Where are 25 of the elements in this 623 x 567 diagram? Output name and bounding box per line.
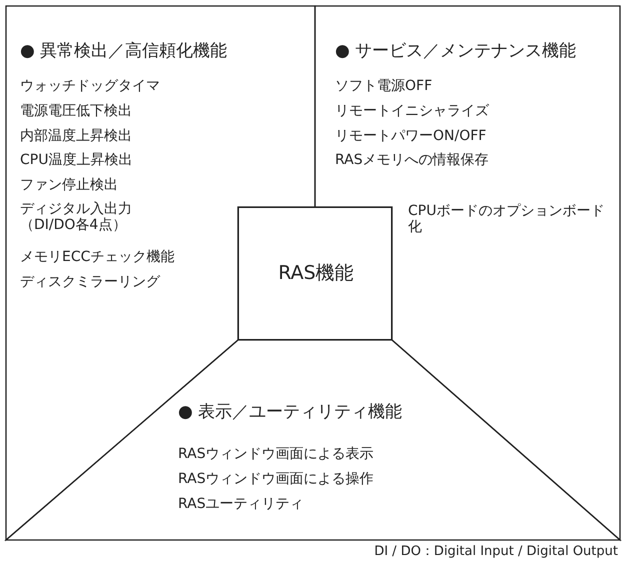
feature-item: ディジタル入出力（DI/DO各4点） — [20, 201, 133, 234]
feature-item: リモートパワーON/OFF — [335, 128, 486, 144]
feature-item: メモリECCチェック機能 — [20, 249, 174, 266]
footnote: DI / DO：Digital Input / Digital Output — [374, 545, 618, 560]
feature-item: RASメモリへの情報保存 — [335, 152, 489, 168]
feature-item: RASウィンドウ画面による表示 — [178, 446, 374, 462]
box-title: RAS機能 — [277, 263, 355, 285]
function-panel — [6, 6, 315, 540]
section-heading: ● 異常検出／高信頼化機能 — [20, 42, 228, 62]
section-heading: ● サービス／メンテナンス機能 — [335, 42, 576, 62]
feature-item: ウォッチドッグタイマ — [20, 78, 160, 94]
feature-item: CPUボードのオプションボード化 — [408, 203, 606, 236]
feature-item: RASユーティリティ — [178, 496, 304, 512]
feature-item: ファン停止検出 — [20, 177, 118, 194]
feature-item: 電源電圧低下検出 — [20, 103, 132, 120]
function-panel — [315, 6, 620, 540]
feature-item: ソフト電源OFF — [335, 78, 432, 94]
section-heading: ● 表示／ユーティリティ機能 — [178, 403, 402, 423]
feature-item: CPU温度上昇検出 — [20, 152, 132, 168]
feature-item: リモートイニシャライズ — [335, 103, 489, 120]
feature-item: 内部温度上昇検出 — [20, 128, 132, 144]
feature-item: ディスクミラーリング — [20, 274, 160, 290]
feature-item: RASウィンドウ画面による操作 — [178, 471, 374, 488]
function-panel — [6, 340, 620, 540]
center-box — [238, 207, 392, 340]
